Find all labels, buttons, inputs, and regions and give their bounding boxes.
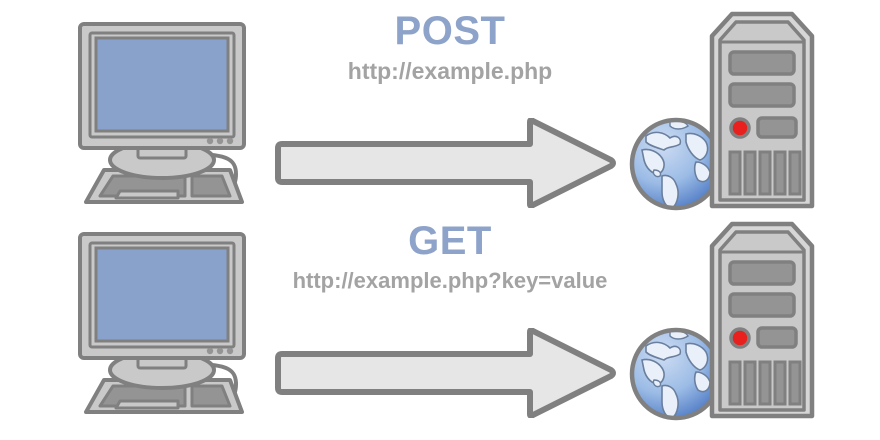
client-computer [60, 222, 270, 422]
server-control-panel [756, 116, 798, 139]
arrow-shape [275, 327, 616, 419]
monitor-led-3 [226, 137, 234, 145]
keyboard-spacebar [114, 399, 180, 410]
url-label-get: http://example.php?key=value [292, 268, 608, 293]
server-vent-1 [728, 150, 742, 196]
server-vent-3 [758, 150, 772, 196]
server-control-panel [756, 326, 798, 349]
land-africa [693, 371, 711, 393]
land-europe-africa [685, 132, 709, 161]
web-server [690, 218, 830, 423]
land-north-america [645, 131, 682, 151]
globe-landmasses [641, 120, 711, 208]
server-vent-4 [773, 360, 787, 406]
keyboard-numpad [190, 174, 232, 198]
request-arrow [272, 117, 617, 209]
post-labels: POST http://example.php [250, 8, 650, 86]
land-na-west [641, 358, 665, 385]
land-africa [693, 161, 711, 183]
keyboard-numpad [190, 384, 232, 408]
method-label-post: POST [394, 9, 506, 53]
monitor-led-2 [216, 347, 224, 355]
land-north-america [645, 341, 682, 361]
monitor-led-1 [206, 347, 214, 355]
monitor-led-2 [216, 137, 224, 145]
server-vent-2 [743, 150, 757, 196]
server-vent-2 [743, 360, 757, 406]
computer-illustration [78, 232, 246, 414]
server-vent-3 [758, 360, 772, 406]
land-south-america [661, 384, 679, 418]
arrow-shape [275, 117, 616, 209]
monitor-led-1 [206, 137, 214, 145]
server-power-led [729, 327, 751, 349]
server-drive-bay-1 [728, 50, 796, 76]
monitor-screen [94, 246, 230, 343]
server-drive-bay-2 [728, 82, 796, 108]
server-vent-5 [788, 360, 802, 406]
server-vent-4 [773, 150, 787, 196]
server-power-led [729, 117, 751, 139]
globe-landmasses [641, 330, 711, 418]
server-drive-bay-2 [728, 292, 796, 318]
get-flow-row: GET http://example.php?key=value [0, 210, 880, 430]
client-computer [60, 12, 270, 212]
server-vent-5 [788, 150, 802, 196]
post-flow-row: POST http://example.php [60, 8, 830, 213]
land-south-america [661, 174, 679, 208]
web-server [690, 8, 830, 213]
server-illustration [709, 11, 815, 209]
land-central-america [652, 379, 662, 388]
method-label-get: GET [408, 219, 492, 263]
request-arrow [272, 327, 617, 419]
arrow-path [275, 327, 616, 419]
get-labels: GET http://example.php?key=value [250, 218, 650, 296]
keyboard-spacebar [114, 189, 180, 200]
url-label-post: http://example.php [347, 58, 553, 84]
monitor-led-3 [226, 347, 234, 355]
land-europe-africa [685, 342, 709, 371]
monitor-screen [94, 36, 230, 133]
land-central-america [652, 169, 662, 178]
server-vent-1 [728, 360, 742, 406]
arrow-path [275, 117, 616, 209]
computer-illustration [78, 22, 246, 204]
server-drive-bay-1 [728, 260, 796, 286]
land-na-west [641, 148, 665, 175]
server-illustration [709, 221, 815, 419]
